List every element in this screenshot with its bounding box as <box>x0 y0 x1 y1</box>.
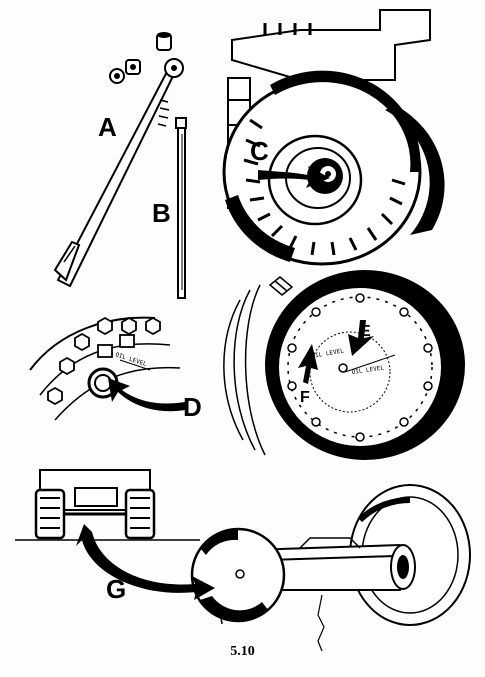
label-c: C <box>250 136 269 166</box>
label-b: B <box>152 198 171 228</box>
differential-axle-view <box>15 469 471 652</box>
label-e: E <box>360 323 371 340</box>
oil-level-right-label: OIL LEVEL <box>351 364 385 376</box>
tire-hub-view <box>222 9 445 266</box>
svg-text:OIL LEVEL: OIL LEVEL <box>114 351 147 368</box>
tool-ratchet-handle <box>53 32 184 288</box>
hub-cover-view: OIL LEVEL OIL LEVEL <box>223 270 465 460</box>
tool-extension-bar <box>175 117 187 299</box>
figure-caption: 5.10 <box>230 644 255 659</box>
label-a: A <box>98 112 117 142</box>
drain-plug-detail: OIL LEVEL <box>29 316 185 421</box>
label-g: G <box>106 574 126 604</box>
label-f: F <box>300 389 310 406</box>
label-d: D <box>183 392 202 422</box>
